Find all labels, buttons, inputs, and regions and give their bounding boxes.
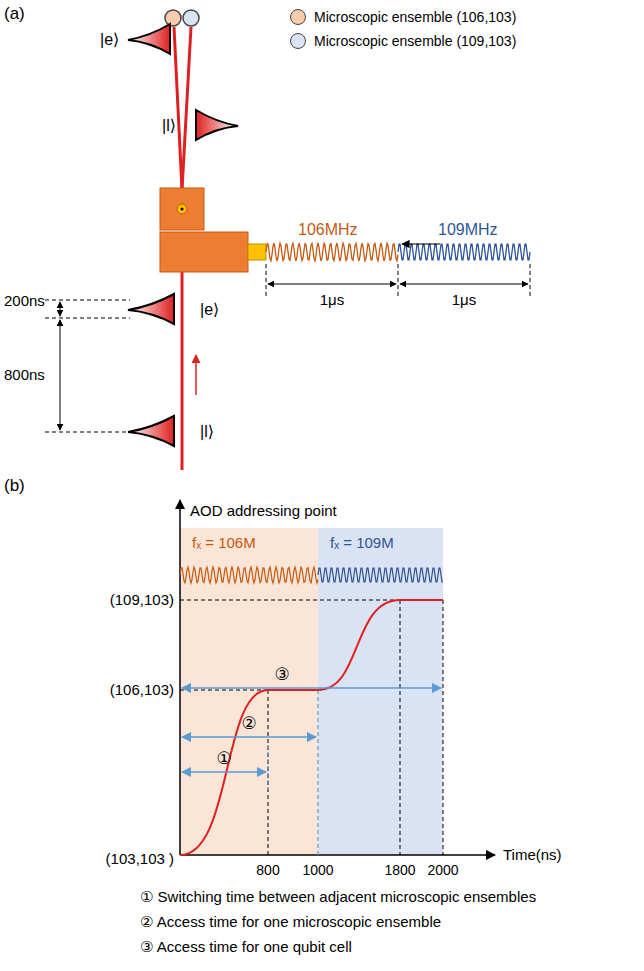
axis-tick: (103,103 ) — [106, 850, 174, 868]
callout-number: ① — [216, 749, 231, 769]
axis-tick: 1000 — [302, 862, 333, 879]
dimension: 200ns — [4, 292, 45, 310]
state-label: |l⟩ — [162, 116, 176, 135]
band-label: fₓ = 109M — [330, 534, 394, 551]
dimension: 800ns — [4, 366, 45, 384]
state-label: |l⟩ — [200, 422, 214, 441]
axis-tick: 1800 — [384, 862, 415, 879]
callout-number: ② — [241, 714, 256, 734]
axis-title: Time(ns) — [503, 846, 562, 864]
note: ① Switching time between adjacent micros… — [140, 888, 536, 906]
panel-label: (b) — [4, 476, 25, 496]
legend-text: Microscopic ensemble (106,103) — [314, 9, 516, 25]
state-label: |e⟩ — [100, 30, 119, 49]
note: ② Access time for one microscopic ensemb… — [140, 913, 441, 931]
callout-number: ③ — [274, 665, 289, 685]
dimension: 1μs — [452, 291, 477, 309]
note: ③ Access time for one qubit cell — [140, 938, 352, 956]
time-band: fₓ = 109M — [318, 528, 443, 855]
axis-tick: (106,103) — [110, 681, 174, 699]
frequency-label: 106MHz — [298, 220, 358, 239]
band-label: fₓ = 106M — [192, 534, 256, 551]
state-label: |e⟩ — [200, 300, 219, 319]
legend-swatch — [290, 9, 306, 25]
panel-label: (a) — [4, 4, 25, 24]
legend-entry: Microscopic ensemble (106,103) — [290, 9, 516, 25]
frequency-label: 109MHz — [438, 220, 498, 239]
legend-entry: Microscopic ensemble (109,103) — [290, 33, 516, 49]
axis-tick: 2000 — [427, 862, 458, 879]
legend-swatch — [290, 33, 306, 49]
axis-title: AOD addressing point — [190, 502, 337, 520]
legend-text: Microscopic ensemble (109,103) — [314, 33, 516, 49]
axis-tick: 800 — [256, 862, 279, 879]
axis-tick: (109,103) — [110, 591, 174, 609]
dimension: 1μs — [320, 291, 345, 309]
